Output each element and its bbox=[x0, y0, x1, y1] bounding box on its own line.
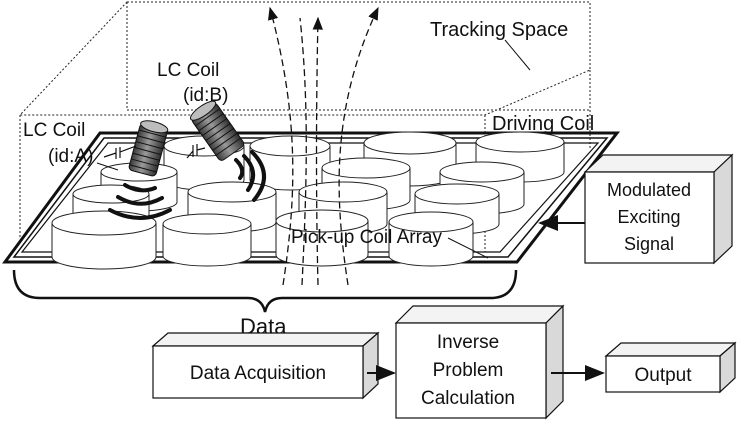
modulated-label-line1: Modulated bbox=[607, 180, 691, 200]
pickup-coil-cylinder bbox=[388, 211, 474, 267]
lc-coil-b-label: LC Coil bbox=[157, 60, 219, 81]
output-label: Output bbox=[634, 365, 692, 386]
inverse-label-line1: Inverse bbox=[437, 332, 499, 353]
inverse-label-line3: Calculation bbox=[421, 388, 515, 409]
data-brace bbox=[12, 269, 518, 313]
field-lines bbox=[268, 6, 379, 286]
lc-coil-b-signal-waves bbox=[234, 150, 266, 202]
lc-coil-b-id: (id:B) bbox=[183, 85, 228, 106]
pickup-coil-cylinder bbox=[162, 213, 252, 267]
modulated-signal-box bbox=[583, 153, 734, 265]
pickup-coil-cylinder bbox=[275, 209, 369, 267]
inverse-label-line2: Problem bbox=[433, 360, 504, 381]
lc-coil-a-capacitor-icon bbox=[103, 145, 137, 159]
lc-coil-a-signal-waves bbox=[108, 183, 172, 220]
lc-coil-b bbox=[186, 100, 266, 202]
driving-coil-label: Driving Coil bbox=[492, 113, 594, 135]
pickup-coil-array-label: Pick-up Coil Array bbox=[291, 227, 442, 248]
modulated-label-line2: Exciting bbox=[617, 207, 680, 227]
modulated-label-line3: Signal bbox=[624, 234, 674, 254]
lc-coil-a-label: LC Coil bbox=[23, 120, 85, 141]
lc-coil-a bbox=[103, 120, 172, 220]
inverse-problem-box bbox=[394, 304, 565, 420]
pickup-coil-cylinder bbox=[249, 135, 331, 191]
pickup-coil-array bbox=[51, 131, 565, 270]
output-box bbox=[604, 341, 737, 394]
data-acquisition-box bbox=[151, 331, 380, 400]
leader-lines bbox=[96, 39, 531, 259]
lc-coil-a-id: (id:A) bbox=[48, 146, 93, 167]
lc-coil-b-capacitor-icon bbox=[186, 144, 206, 159]
tracking-space-label: Tracking Space bbox=[430, 19, 568, 41]
data-acquisition-label: Data Acquisition bbox=[190, 363, 326, 384]
